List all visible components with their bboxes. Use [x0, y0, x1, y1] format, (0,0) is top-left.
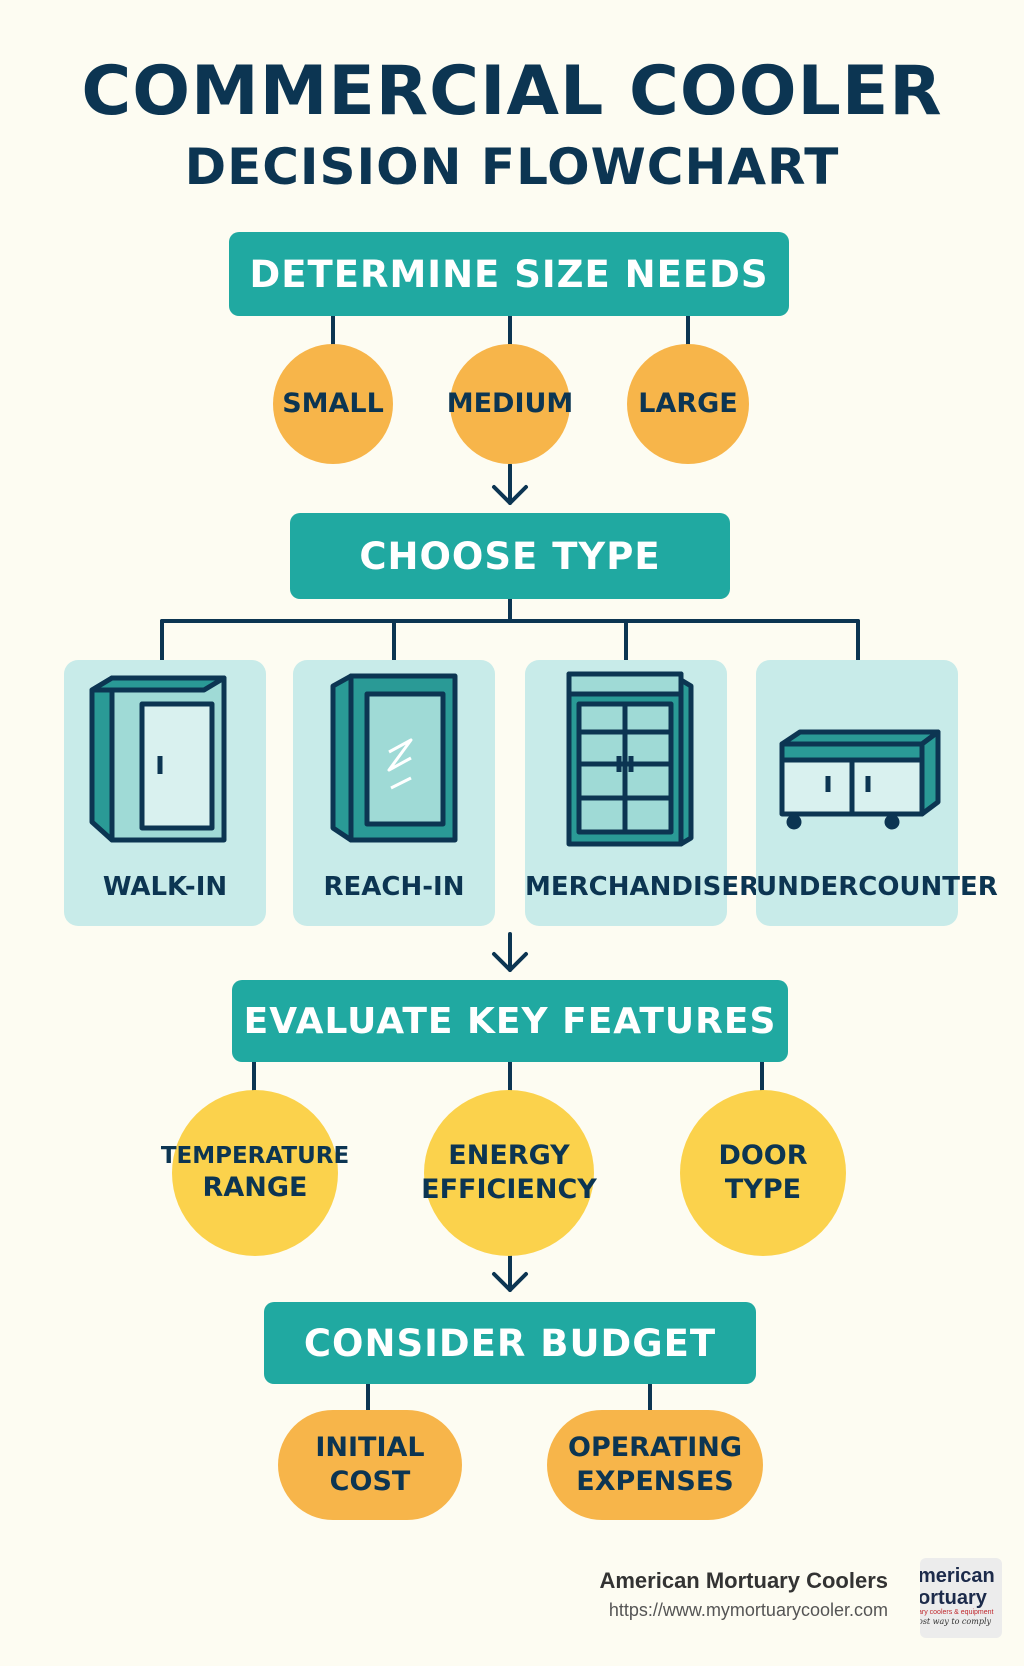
step-determine-size: DETERMINE SIZE NEEDS	[229, 232, 789, 316]
type-card-undercounter: UNDERCOUNTER	[756, 660, 998, 926]
step-consider-budget: CONSIDER BUDGET	[264, 1302, 756, 1384]
reach-in-cooler-icon	[330, 673, 458, 843]
feature-energy-line2: EFFICIENCY	[421, 1174, 597, 1205]
footer-url[interactable]: https://www.mymortuarycooler.com	[608, 1600, 888, 1620]
feature-door-type: DOOR TYPE	[680, 1090, 846, 1256]
type-label-walk-in: WALK-IN	[102, 872, 228, 902]
type-card-walk-in: WALK-IN	[64, 660, 266, 926]
budget-initial-line1: INITIAL	[315, 1432, 425, 1464]
type-card-reach-in: REACH-IN	[293, 660, 495, 926]
svg-text:ost way to comply: ost way to comply	[920, 1617, 991, 1626]
feature-temperature-line2: RANGE	[202, 1171, 308, 1203]
footer-company-name: American Mortuary Coolers	[599, 1568, 888, 1593]
option-medium: MEDIUM	[447, 344, 573, 464]
type-label-reach-in: REACH-IN	[323, 872, 465, 902]
company-logo: merican ortuary ary coolers & equipment …	[920, 1558, 1002, 1638]
feature-temperature-range: TEMPERATURE RANGE	[161, 1090, 349, 1256]
svg-text:merican: merican	[920, 1565, 995, 1587]
title-line-1: COMMERCIAL COOLER	[81, 52, 943, 131]
feature-door-line1: DOOR	[718, 1140, 808, 1172]
feature-energy-line1: ENERGY	[448, 1140, 570, 1172]
merchandiser-cooler-icon	[566, 671, 694, 847]
type-label-undercounter: UNDERCOUNTER	[756, 872, 998, 902]
option-large: LARGE	[627, 344, 749, 464]
budget-initial-line2: COST	[329, 1466, 411, 1497]
budget-operating-line1: OPERATING	[568, 1432, 742, 1464]
feature-energy-efficiency: ENERGY EFFICIENCY	[421, 1090, 597, 1256]
budget-initial-cost: INITIAL COST	[278, 1410, 462, 1520]
option-small: SMALL	[273, 344, 393, 464]
svg-text:ary coolers & equipment: ary coolers & equipment	[920, 1609, 994, 1616]
arrow-1-head	[492, 485, 528, 505]
type-label-merchandiser: MERCHANDISER	[525, 872, 760, 902]
title-line-2: DECISION FLOWCHART	[184, 138, 840, 196]
svg-text:ortuary: ortuary	[920, 1587, 988, 1609]
feature-temperature-line1: TEMPERATURE	[160, 1142, 350, 1169]
undercounter-cooler-icon	[779, 729, 941, 830]
budget-operating-line2: EXPENSES	[576, 1466, 734, 1497]
step-choose-type: CHOOSE TYPE	[290, 513, 730, 599]
arrow-2-head	[492, 952, 528, 972]
budget-operating-expenses: OPERATING EXPENSES	[547, 1410, 763, 1520]
step-evaluate-features: EVALUATE KEY FEATURES	[232, 980, 788, 1062]
logo-icon: merican ortuary ary coolers & equipment …	[920, 1565, 995, 1626]
type-card-merchandiser: MERCHANDISER	[525, 660, 760, 926]
walk-in-cooler-icon	[89, 675, 227, 843]
arrow-3-head	[492, 1272, 528, 1292]
feature-door-line2: TYPE	[724, 1174, 802, 1205]
